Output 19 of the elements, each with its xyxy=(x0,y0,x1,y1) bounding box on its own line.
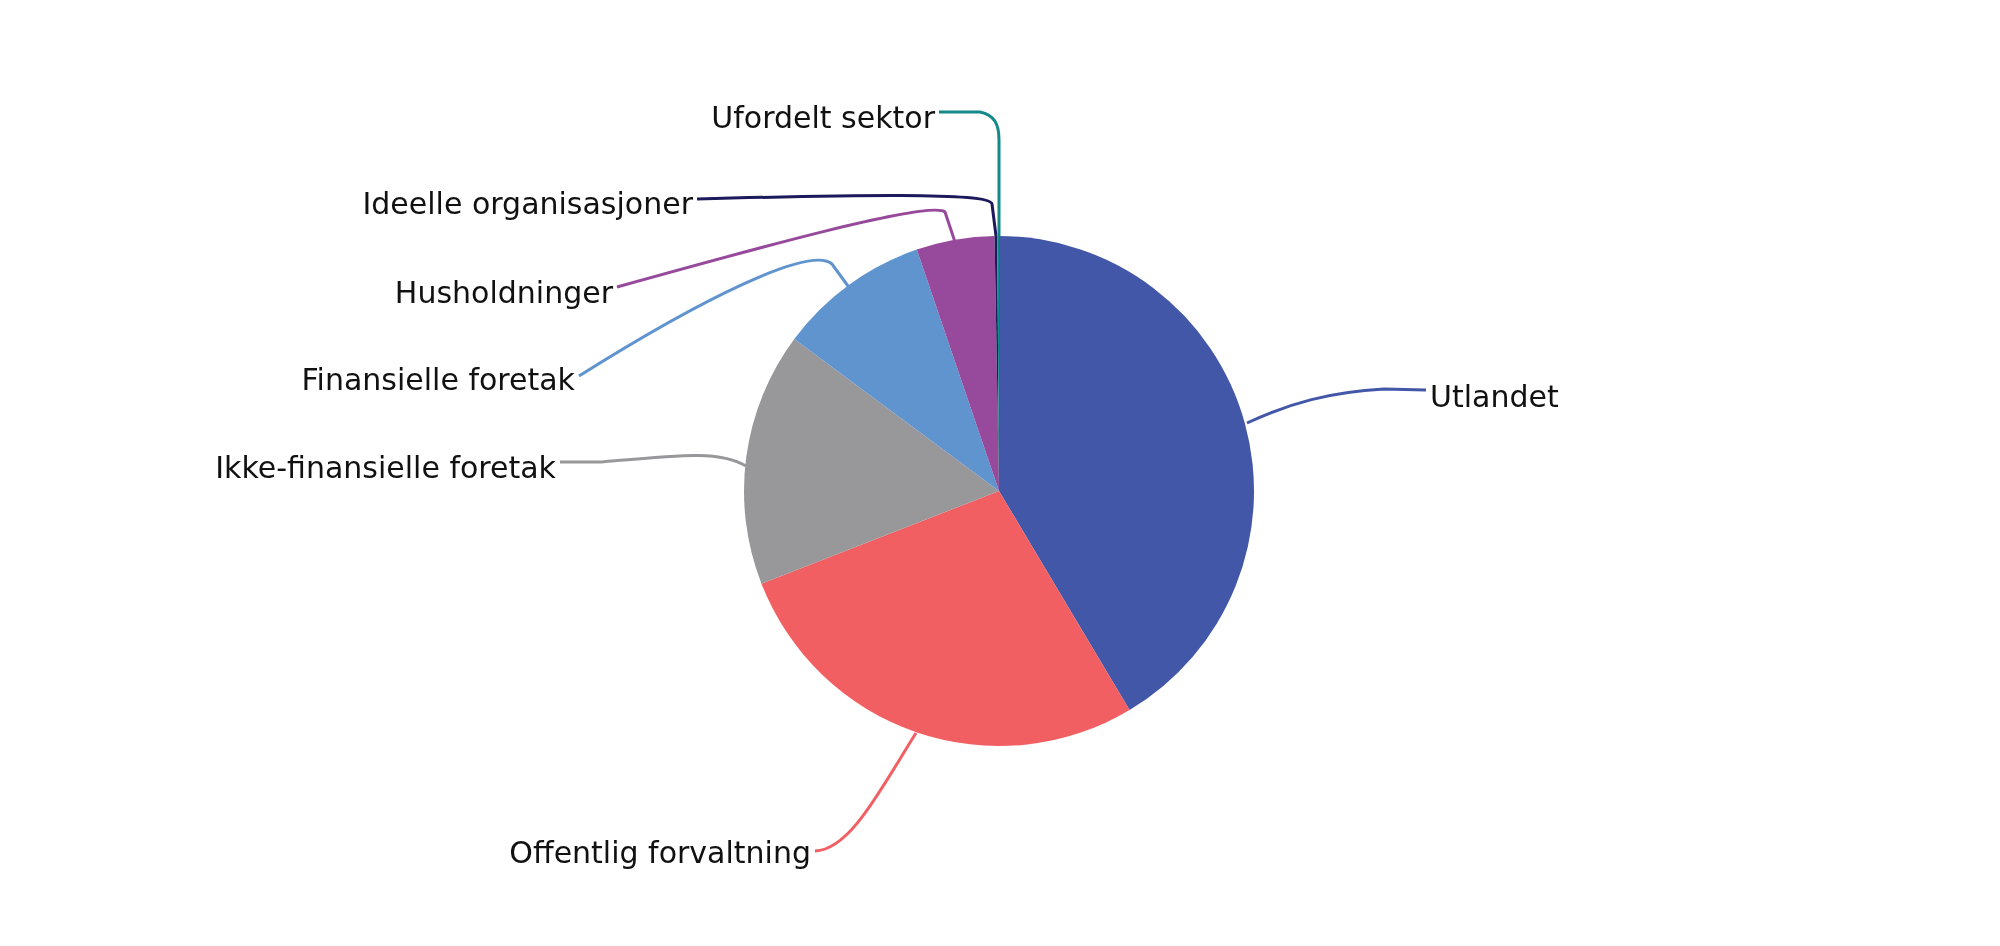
leader-line xyxy=(560,453,747,468)
pie-slice xyxy=(744,338,999,584)
slice-label: Ikke-finansielle foretak xyxy=(215,450,556,486)
slice-label: Ufordelt sektor xyxy=(711,100,935,136)
leader-line xyxy=(616,208,957,289)
pie-slice xyxy=(999,236,1254,711)
leader-line xyxy=(814,732,918,853)
slice-label: Utlandet xyxy=(1430,379,1559,415)
pie-slice xyxy=(794,249,999,491)
leader-line xyxy=(939,110,1001,236)
leader-line xyxy=(578,258,850,378)
pie-slice xyxy=(916,236,999,491)
slice-label: Ideelle organisasjoner xyxy=(362,186,693,222)
leader-line xyxy=(1246,387,1427,425)
slice-label: Husholdninger xyxy=(394,275,613,311)
slice-label: Finansielle foretak xyxy=(301,362,575,398)
slice-label: Offentlig forvaltning xyxy=(509,835,811,871)
pie-slice xyxy=(761,491,1130,746)
leader-line xyxy=(696,194,998,237)
